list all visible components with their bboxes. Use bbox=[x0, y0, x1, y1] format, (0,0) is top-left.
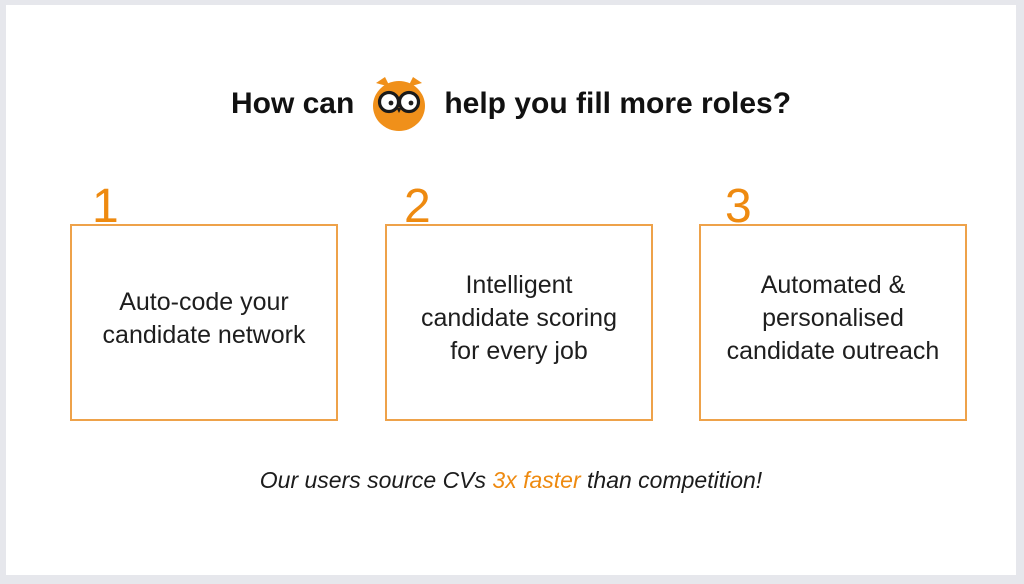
headline-after: help you fill more roles? bbox=[444, 87, 792, 120]
step-card-2: Intelligent candidate scoring for every … bbox=[385, 224, 653, 421]
slide: How can help you fill more roles? 1 Auto… bbox=[6, 5, 1016, 575]
step-number-3: 3 bbox=[725, 180, 752, 233]
step-text-2: Intelligent candidate scoring for every … bbox=[421, 271, 617, 365]
step-card-1: Auto-code your candidate network bbox=[70, 224, 338, 421]
tagline-after: than competition! bbox=[580, 467, 763, 493]
tagline: Our users source CVs 3x faster than comp… bbox=[6, 467, 1016, 494]
owl-logo-icon bbox=[373, 77, 426, 131]
tagline-before: Our users source CVs bbox=[259, 467, 493, 493]
step-text-1: Auto-code your candidate network bbox=[102, 287, 306, 349]
step-number-1: 1 bbox=[92, 180, 119, 233]
step-card-3: Automated & personalised candidate outre… bbox=[699, 224, 967, 421]
step-text-3: Automated & personalised candidate outre… bbox=[726, 271, 940, 365]
tagline-highlight: 3x faster bbox=[492, 467, 581, 493]
headline: How can help you fill more roles? bbox=[6, 73, 1016, 135]
headline-before: How can bbox=[230, 87, 355, 120]
step-number-2: 2 bbox=[404, 180, 431, 233]
